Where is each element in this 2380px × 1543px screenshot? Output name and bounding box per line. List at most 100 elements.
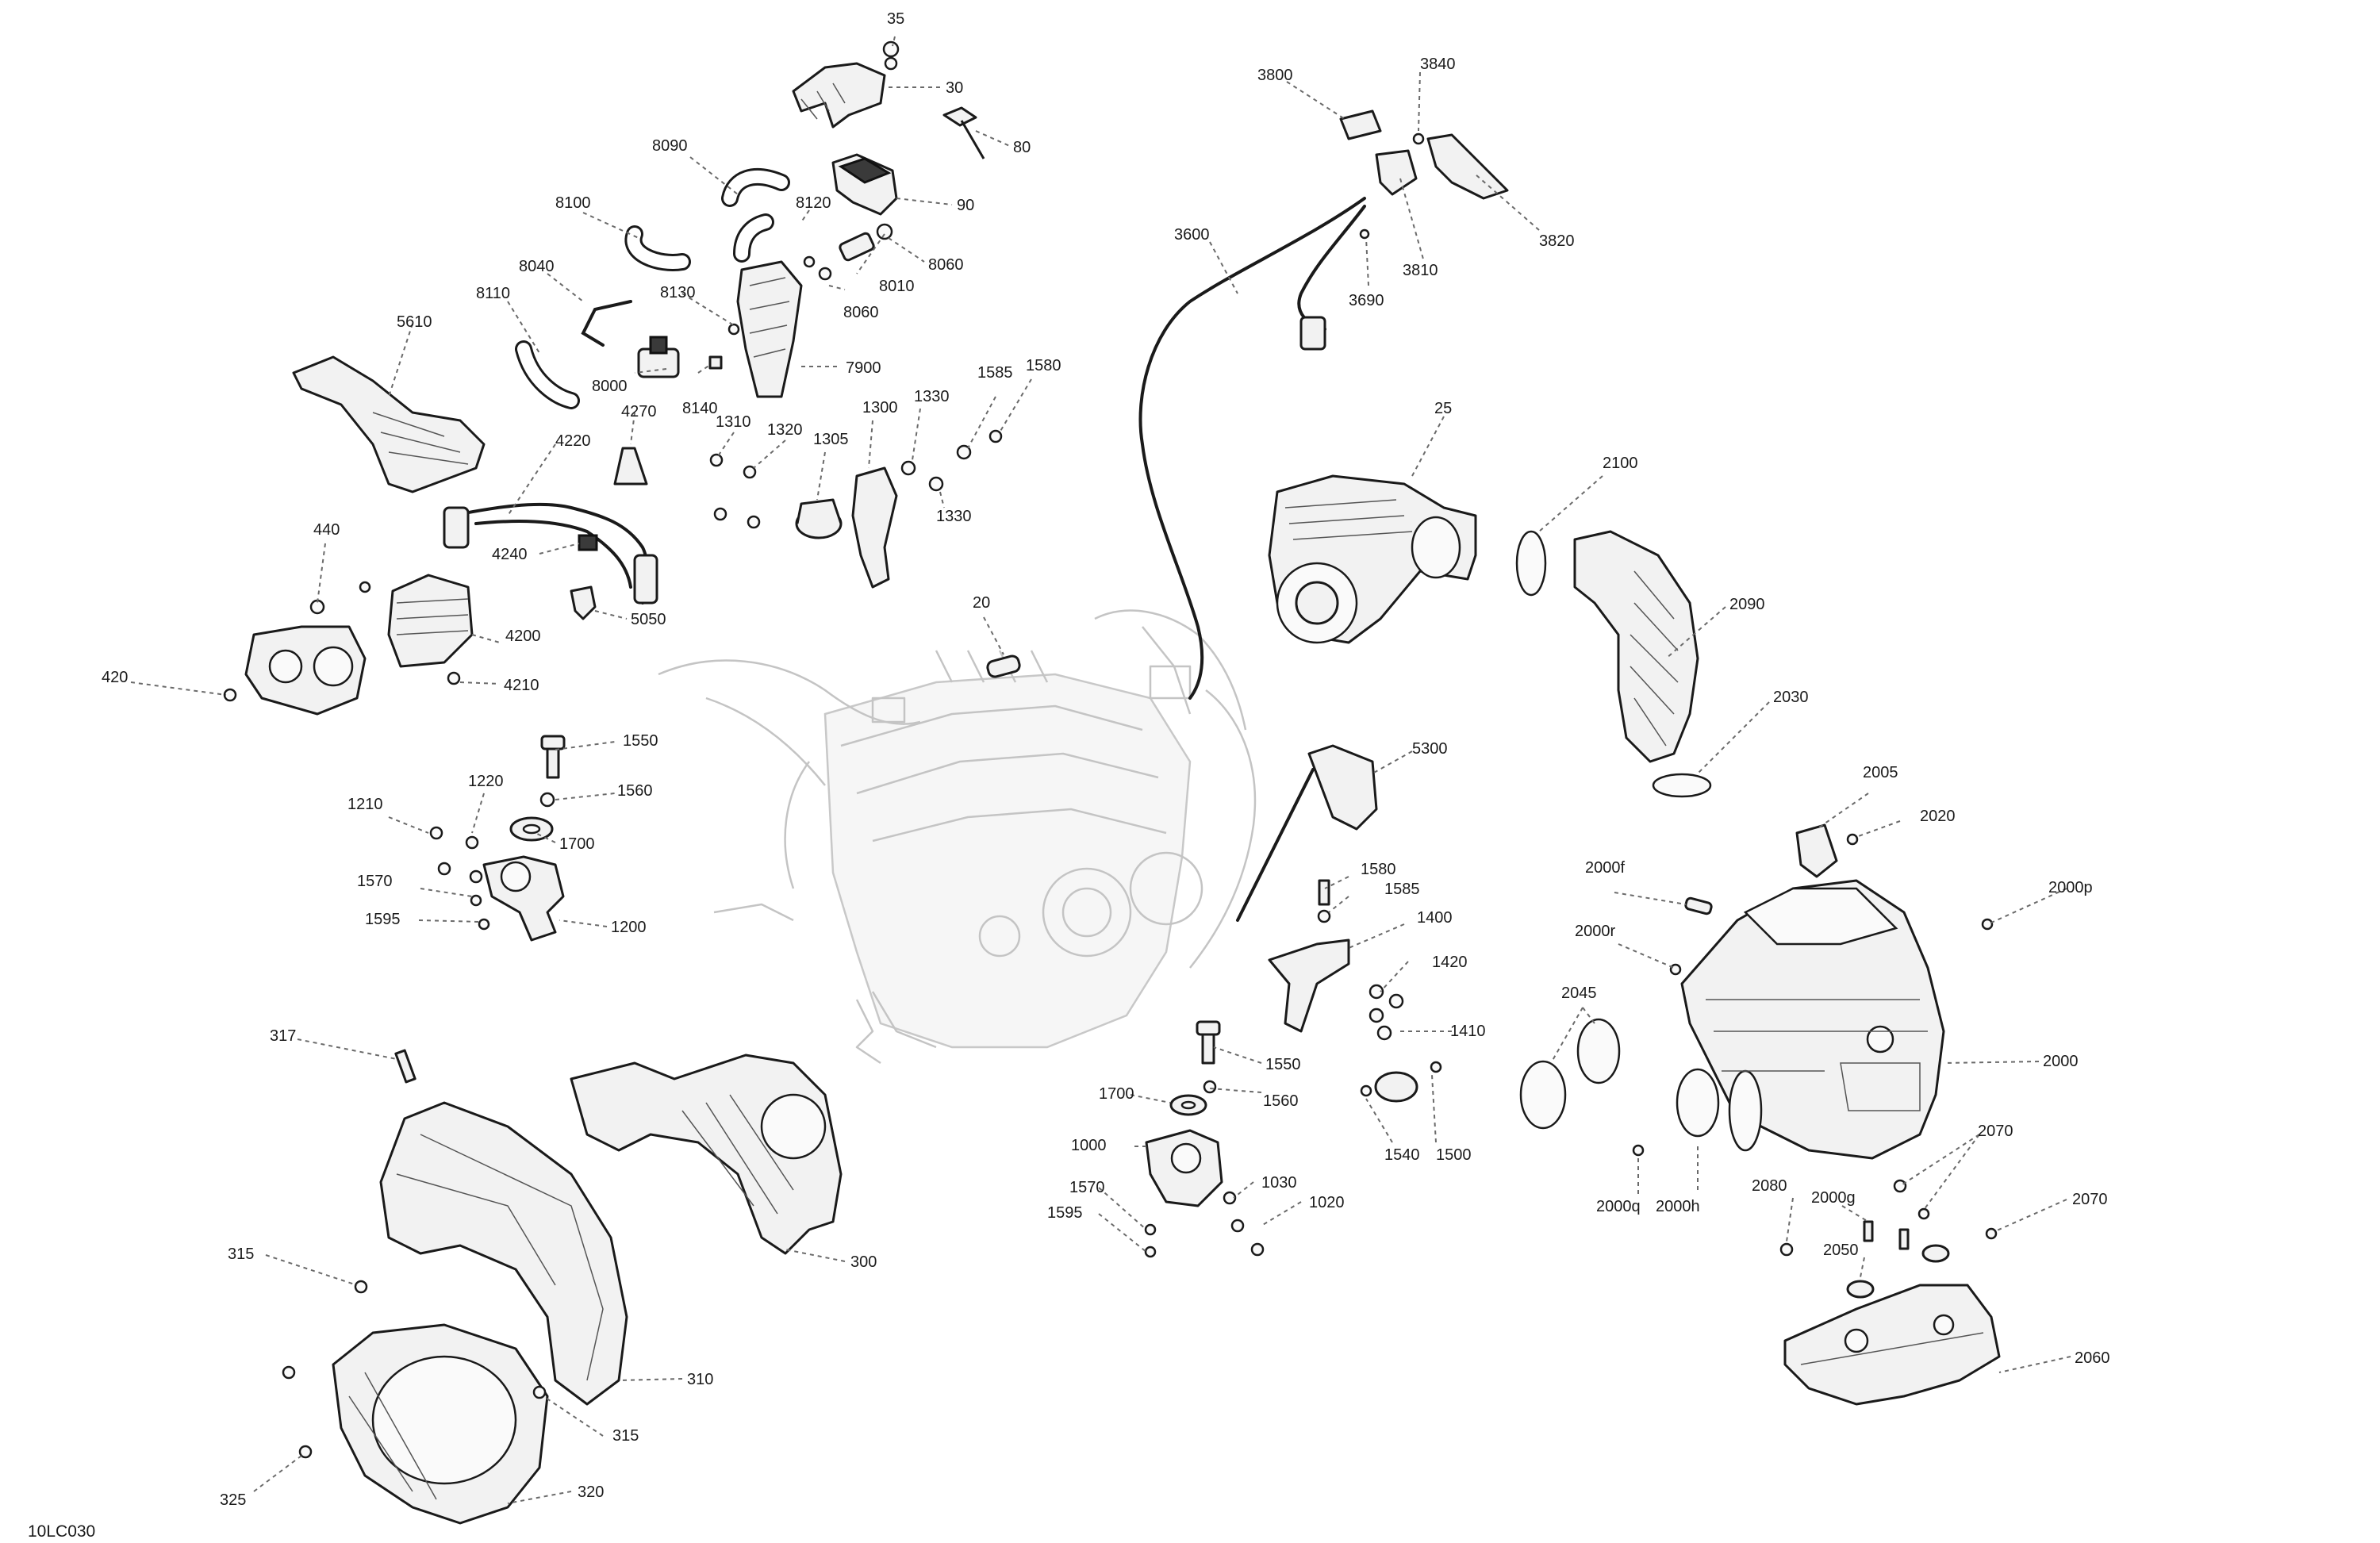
callout-320: 320 <box>578 1484 604 1501</box>
solenoid-8000 <box>637 336 680 378</box>
airbox-bracket-2060 <box>1783 1284 2001 1406</box>
fasteners-2070-2080 <box>1779 1179 1998 1257</box>
callout-1210: 1210 <box>347 796 383 813</box>
callout-1320: 1320 <box>767 421 803 439</box>
screw-440 <box>309 581 371 615</box>
turbocharger-25 <box>1268 474 1477 644</box>
ignition-coil-4200 <box>387 574 474 668</box>
fasteners-1330-1580 <box>900 429 1003 492</box>
handle-3800 <box>1339 109 1382 140</box>
callout-1700-left: 1700 <box>559 835 595 853</box>
screw-2000q <box>1632 1144 1645 1157</box>
sensor-5050 <box>570 585 597 620</box>
callout-325: 325 <box>220 1491 246 1509</box>
fasteners-1410-1420 <box>1368 984 1404 1041</box>
callout-1580-upper: 1580 <box>1026 357 1061 374</box>
bolt-317 <box>394 1049 416 1084</box>
washer-1560b <box>1203 1080 1217 1094</box>
callout-1585-right: 1585 <box>1384 881 1420 898</box>
callout-310: 310 <box>687 1371 713 1388</box>
callout-8140: 8140 <box>682 400 718 417</box>
bolt-1550b <box>1196 1020 1221 1065</box>
callout-labels: 35 30 80 90 8090 8100 8120 8060 8010 806… <box>28 10 2110 1541</box>
callout-2100: 2100 <box>1603 455 1638 472</box>
callout-1550-right: 1550 <box>1265 1056 1301 1073</box>
callout-1330-upper: 1330 <box>914 388 950 405</box>
callout-2050: 2050 <box>1823 1242 1859 1259</box>
bushing-1700b <box>1169 1094 1207 1116</box>
callout-2060: 2060 <box>2075 1349 2110 1367</box>
callout-317: 317 <box>270 1027 296 1045</box>
callout-2005: 2005 <box>1863 764 1898 781</box>
mount-1000 <box>1145 1129 1223 1207</box>
bracket-3820 <box>1426 133 1509 200</box>
callout-1550-left: 1550 <box>623 732 658 750</box>
actuator-3810 <box>1375 149 1418 196</box>
airbox-2000 <box>1680 879 1945 1160</box>
fitting-8010 <box>839 223 893 262</box>
hose-8040 <box>581 300 632 347</box>
callout-8130: 8130 <box>660 284 696 301</box>
callout-3820: 3820 <box>1539 232 1575 250</box>
callout-1030: 1030 <box>1261 1174 1297 1192</box>
callout-1400: 1400 <box>1417 909 1453 927</box>
bolt-1580b <box>1317 879 1331 923</box>
callout-4220: 4220 <box>555 432 591 450</box>
callout-4240: 4240 <box>492 546 528 563</box>
callout-2000: 2000 <box>2043 1053 2079 1070</box>
clip-2000f <box>1684 896 1713 915</box>
clamps-2045 <box>1519 1018 1621 1130</box>
intake-duct-2090 <box>1573 530 1699 763</box>
callout-1585-upper: 1585 <box>977 364 1013 382</box>
bracket-1300 <box>851 466 898 589</box>
callout-1595-right: 1595 <box>1047 1204 1083 1222</box>
callout-35: 35 <box>887 10 904 28</box>
callout-1700-right: 1700 <box>1099 1085 1134 1103</box>
callout-2000g: 2000g <box>1811 1189 1856 1207</box>
callout-2045: 2045 <box>1561 985 1597 1002</box>
callout-420: 420 <box>102 669 128 686</box>
callout-1300: 1300 <box>862 399 898 416</box>
callout-1420: 1420 <box>1432 954 1468 971</box>
gasket-4270 <box>613 447 648 486</box>
callout-80: 80 <box>1013 139 1031 156</box>
callout-2030: 2030 <box>1773 689 1809 706</box>
screw-4210 <box>447 671 461 685</box>
callout-315-upper: 315 <box>228 1246 254 1263</box>
harness-4220 <box>443 502 658 605</box>
sensor-2005 <box>1795 823 1859 878</box>
callout-1220: 1220 <box>468 773 504 790</box>
mount-1500 <box>1360 1061 1442 1103</box>
callout-3600: 3600 <box>1174 226 1210 244</box>
callout-8010: 8010 <box>879 278 915 295</box>
bracket-1400 <box>1268 938 1350 1033</box>
leader-lines <box>130 36 2071 1504</box>
dipstick-5300 <box>1236 744 1378 922</box>
callout-8060-upper: 8060 <box>928 256 964 274</box>
clamp-2030 <box>1652 773 1712 798</box>
screws-315-325 <box>282 1280 547 1459</box>
guard-outer-310 <box>379 1101 628 1406</box>
callout-1580-right: 1580 <box>1361 861 1396 878</box>
callout-90: 90 <box>957 197 974 214</box>
nut-35 <box>882 40 900 71</box>
callout-3840: 3840 <box>1420 56 1456 73</box>
callout-2000p: 2000p <box>2048 879 2093 896</box>
hose-8110 <box>515 340 580 409</box>
bracket-90 <box>831 153 898 216</box>
callout-4200: 4200 <box>505 628 541 645</box>
actuator-440 <box>244 625 367 716</box>
callout-315-lower: 315 <box>612 1427 639 1445</box>
callout-2020: 2020 <box>1920 808 1956 825</box>
callout-5050: 5050 <box>631 611 666 628</box>
guard-inner-300 <box>570 1054 843 1255</box>
callout-1540: 1540 <box>1384 1146 1420 1164</box>
callout-1330-lower: 1330 <box>936 508 972 525</box>
callout-1570-left: 1570 <box>357 873 393 890</box>
callout-8120: 8120 <box>796 194 831 212</box>
hose-8090 <box>721 167 790 207</box>
bushing-1700a <box>509 816 554 842</box>
callout-8000: 8000 <box>592 378 628 395</box>
heat-shield-5610 <box>292 355 486 493</box>
